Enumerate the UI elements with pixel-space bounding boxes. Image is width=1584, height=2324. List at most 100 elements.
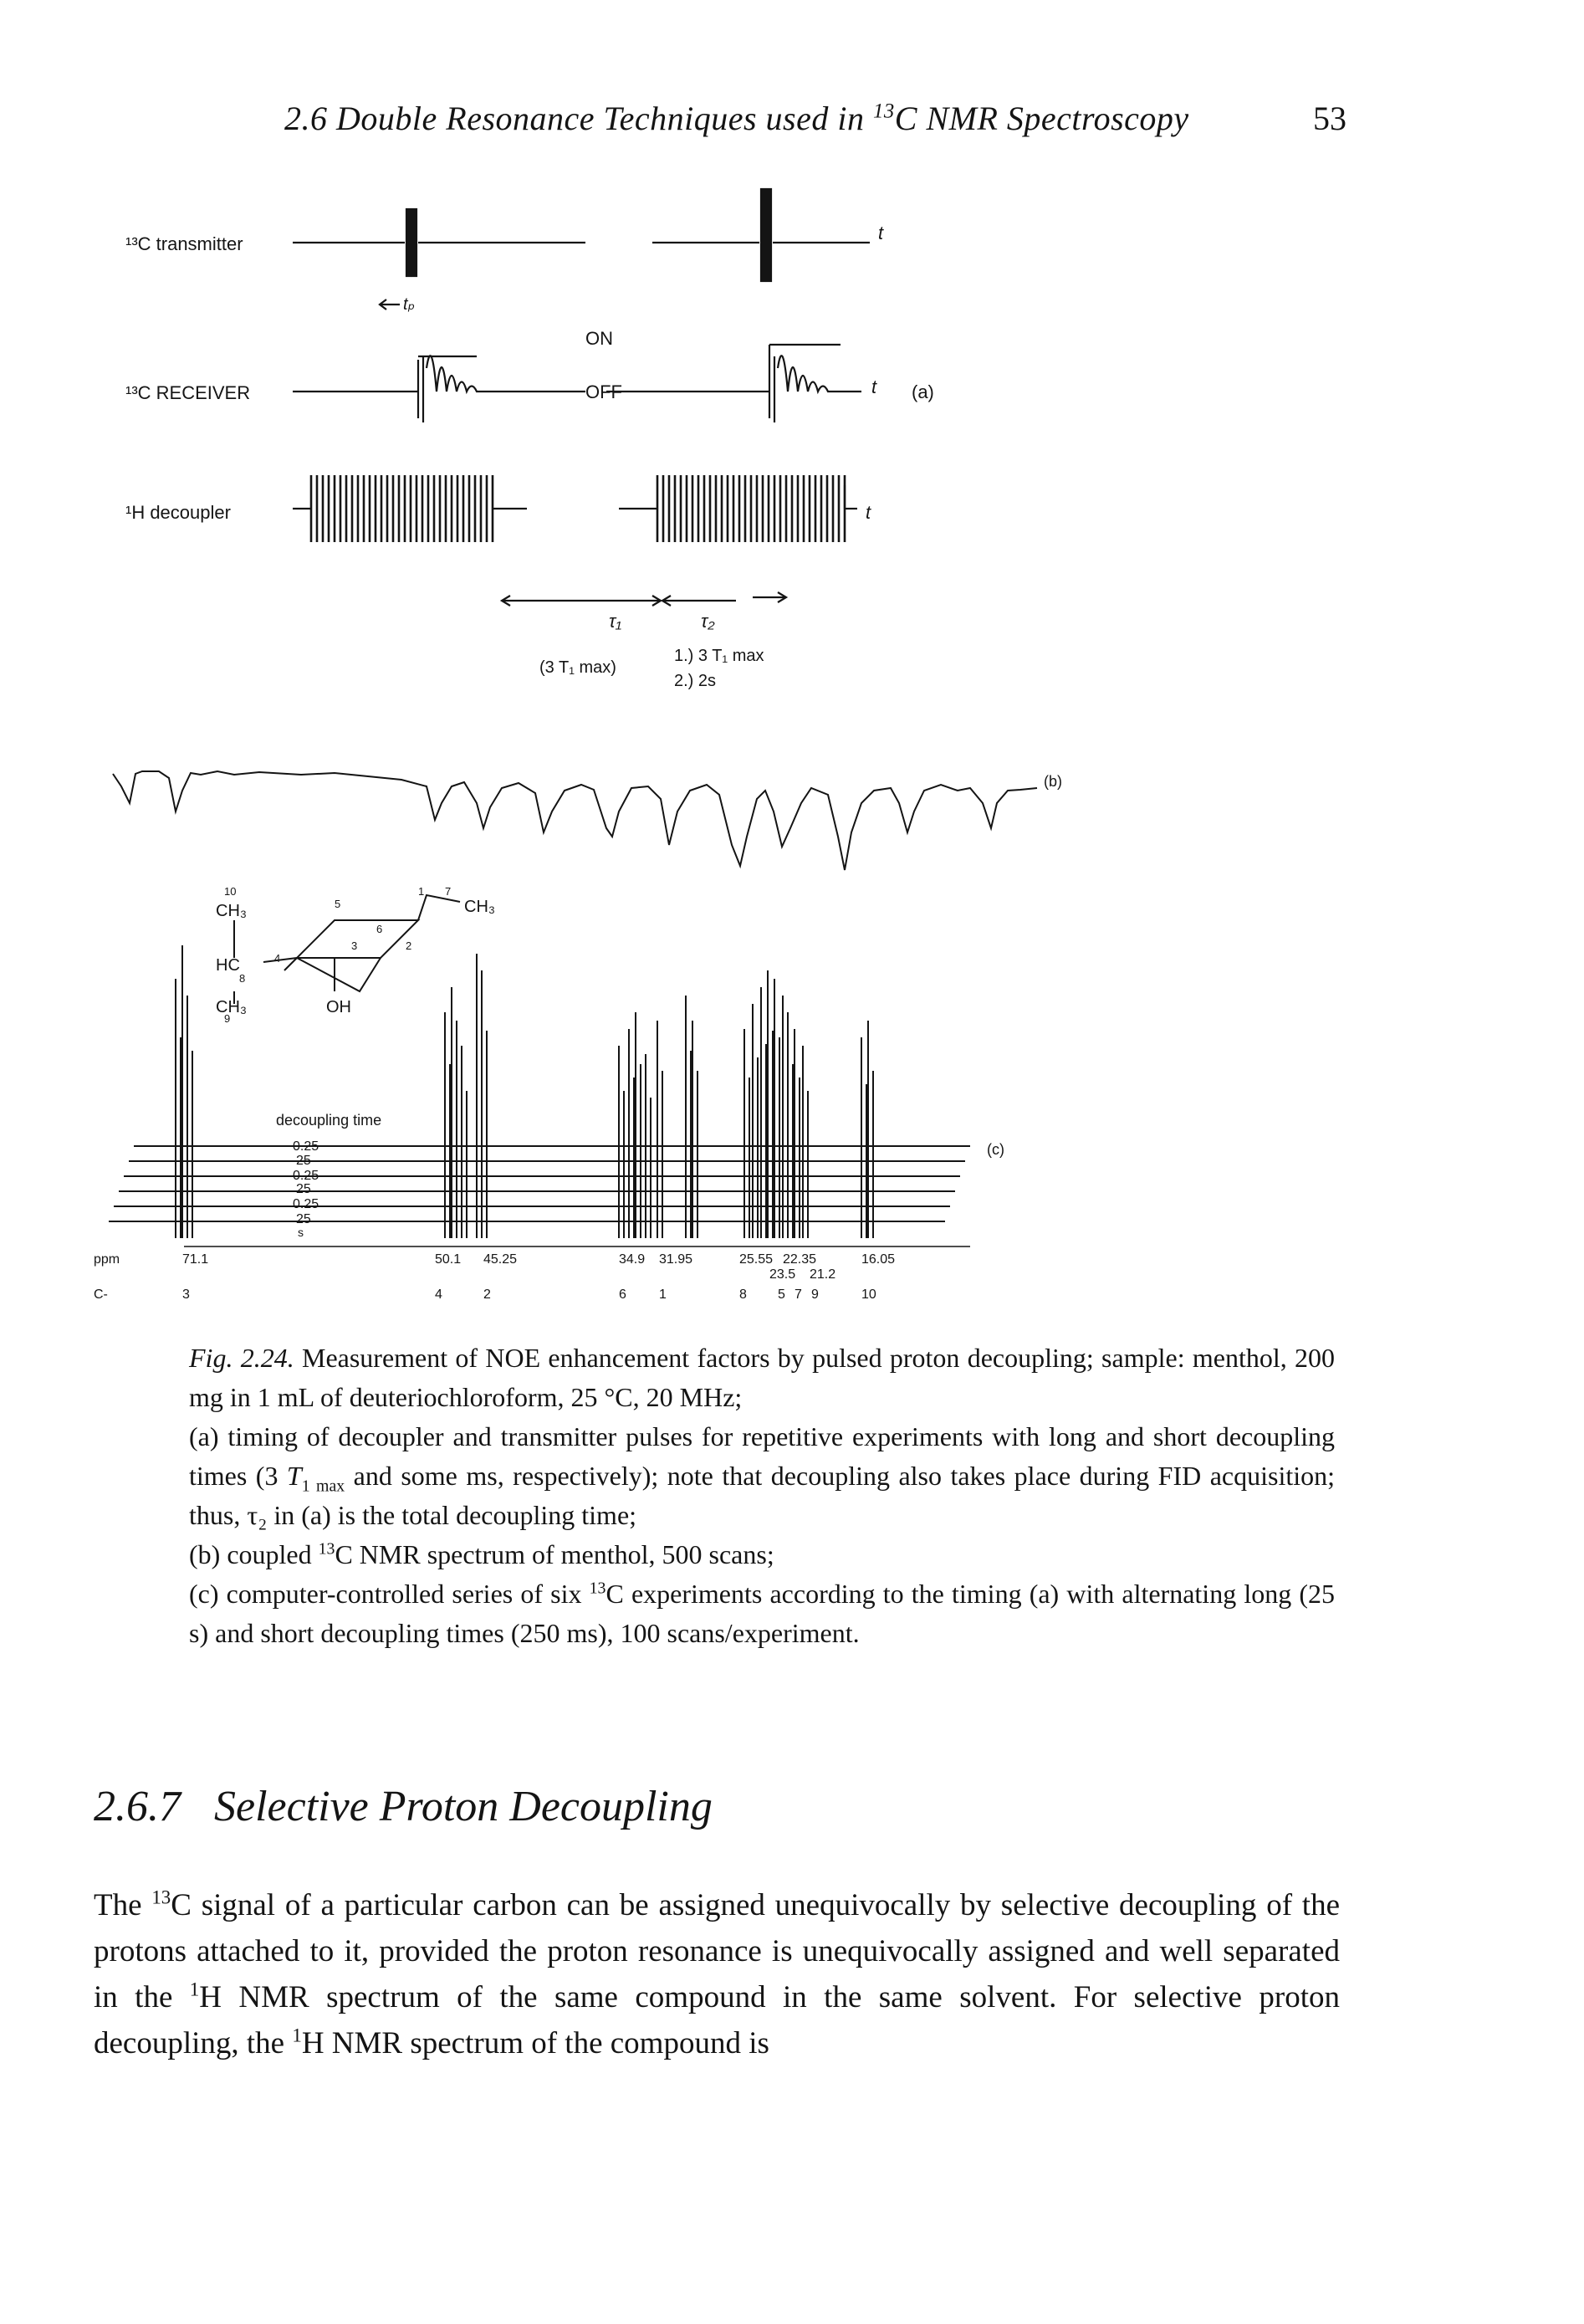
panel-a-label: (a) xyxy=(912,381,934,402)
carbon-number-label: 1 xyxy=(659,1287,667,1302)
decoupling-time-label: decoupling time xyxy=(276,1112,381,1129)
caption-line-4: (c) computer-controlled series of six 13… xyxy=(189,1574,1335,1653)
running-head-text-end: C NMR Spectroscopy xyxy=(894,100,1189,137)
caption-line-3: (b) coupled 13C NMR spectrum of menthol,… xyxy=(189,1535,1335,1574)
panel-c-label: (c) xyxy=(987,1141,1004,1158)
p1-sup-2: 1 xyxy=(189,1978,200,2000)
tau2-label: τ₂ xyxy=(701,611,715,632)
caption-line-1: Fig. 2.24. Measurement of NOE enhancemen… xyxy=(189,1339,1335,1417)
caption-line-2-t: T xyxy=(286,1461,302,1491)
atom-number-2: 2 xyxy=(406,939,411,952)
oh-label: OH xyxy=(326,998,351,1016)
caption-line-1-text: Measurement of NOE enhancement factors b… xyxy=(189,1343,1336,1412)
caption-line-4-text-end: C experiments according to the timing (a… xyxy=(189,1579,1336,1648)
decoupler-burst-2 xyxy=(656,475,846,542)
tau2-value-2: 2.) 2s xyxy=(674,672,716,690)
on-label: ON xyxy=(585,328,613,349)
atom-number-3: 3 xyxy=(351,939,357,952)
decoupling-time-4: 0.25 xyxy=(293,1197,319,1211)
menthol-structure xyxy=(233,893,461,1004)
atom-number-7: 7 xyxy=(445,885,451,898)
t-label-receiver: t xyxy=(871,376,877,397)
off-label: OFF xyxy=(585,381,622,402)
ppm-tick-label: 21.2 xyxy=(810,1267,835,1282)
carbon-number-label: 7 xyxy=(795,1287,802,1302)
ppm-tick-label: 16.05 xyxy=(861,1252,895,1267)
atom-number-6: 6 xyxy=(376,923,382,935)
body-paragraph: The 13C signal of a particular carbon ca… xyxy=(94,1882,1340,2066)
p1-text-d: H NMR spectrum of the compound is xyxy=(301,2026,769,2060)
carbon-number-label: 6 xyxy=(619,1287,626,1302)
p1-sup-1: 13 xyxy=(151,1886,171,1908)
atom-number-1: 1 xyxy=(418,885,424,898)
caption-line-3-text-end: C NMR spectrum of menthol, 500 scans; xyxy=(335,1539,774,1569)
decoupling-time-5: 25 xyxy=(296,1212,311,1226)
ppm-tick-label: 25.55 xyxy=(739,1252,773,1267)
carbon-number-label: 9 xyxy=(811,1287,819,1302)
decoupling-time-3: 25 xyxy=(296,1182,311,1196)
tau1-label: τ₁ xyxy=(609,611,621,632)
caption-line-2-text: (a) timing of decoupler and transmitter … xyxy=(189,1421,1335,1491)
figure-2-24: ¹³C transmitter ¹³C RECEIVER ¹H decouple… xyxy=(94,187,1062,1302)
atom-number-10: 10 xyxy=(224,885,236,898)
decoupler-trace xyxy=(293,485,857,510)
carbon-number-label: 4 xyxy=(435,1287,442,1302)
stacked-spectra xyxy=(109,945,970,1238)
caption-line-3-text: (b) coupled xyxy=(189,1539,319,1569)
ch3-top: CH₃ xyxy=(216,902,247,920)
p1-sup-3: 1 xyxy=(292,2025,302,2046)
ppm-tick-label: 22.35 xyxy=(783,1252,816,1267)
p1-text-c: H NMR spectrum of the same compound in t… xyxy=(94,1980,1340,2060)
atom-number-8: 8 xyxy=(239,972,245,985)
carbon-number-label: 2 xyxy=(483,1287,491,1302)
ch3-right: CH₃ xyxy=(464,898,495,916)
carbon-number-label: 5 xyxy=(778,1287,785,1302)
ppm-tick-label: 31.95 xyxy=(659,1252,692,1267)
p1-text-b: C signal of a particular carbon can be a… xyxy=(94,1888,1340,2014)
figure-caption: Fig. 2.24. Measurement of NOE enhancemen… xyxy=(189,1339,1335,1653)
ch3-bottom: CH₃ xyxy=(216,998,247,1016)
carbon-number-label: 3 xyxy=(182,1287,190,1302)
running-head: 2.6 Double Resonance Techniques used in … xyxy=(284,99,1189,138)
caption-line-2: (a) timing of decoupler and transmitter … xyxy=(189,1417,1335,1535)
atom-number-4: 4 xyxy=(274,952,280,965)
tp-arrow xyxy=(378,299,400,310)
carbon-number-label: 8 xyxy=(739,1287,747,1302)
transmitter-label: ¹³C transmitter xyxy=(125,233,243,254)
transmitter-trace xyxy=(293,187,870,283)
ppm-tick-label: 23.5 xyxy=(769,1267,795,1282)
receiver-label: ¹³C RECEIVER xyxy=(125,382,250,403)
decoupler-label: ¹H decoupler xyxy=(125,502,231,523)
caption-line-3-sup: 13 xyxy=(318,1539,335,1559)
ppm-tick-label: 50.1 xyxy=(435,1252,461,1267)
atom-number-9: 9 xyxy=(224,1012,230,1025)
hc-label: HC xyxy=(216,956,240,975)
section-number: 2.6.7 xyxy=(94,1783,181,1830)
ppm-tick-label: 34.9 xyxy=(619,1252,645,1267)
receiver-trace xyxy=(293,343,861,422)
tp-label: tₚ xyxy=(403,295,415,314)
decoupling-time-1: 25 xyxy=(296,1154,311,1168)
caption-line-2-text-end: and some ms, respectively); note that de… xyxy=(189,1461,1336,1530)
atom-number-5: 5 xyxy=(335,898,340,910)
ppm-tick-label: 71.1 xyxy=(182,1252,208,1267)
carbon-number-label: 10 xyxy=(861,1287,876,1302)
section-heading: 2.6.7 Selective Proton Decoupling xyxy=(94,1782,713,1831)
figure-label: Fig. 2.24. xyxy=(189,1343,294,1373)
running-head-superscript: 13 xyxy=(872,100,895,123)
page-header: 2.6 Double Resonance Techniques used in … xyxy=(284,99,1346,149)
decoupling-time-0: 0.25 xyxy=(293,1139,319,1154)
p1-text-a: The xyxy=(94,1888,152,1922)
ppm-tick-label: 45.25 xyxy=(483,1252,517,1267)
coupled-spectrum-trace xyxy=(112,770,1038,871)
ppm-label: ppm xyxy=(94,1252,120,1267)
decoupling-time-2: 0.25 xyxy=(293,1169,319,1183)
caption-line-4-text: (c) computer-controlled series of six xyxy=(189,1579,590,1609)
carbon-label: C- xyxy=(94,1287,108,1302)
paragraph-1: The 13C signal of a particular carbon ca… xyxy=(94,1882,1340,2066)
section-title: Selective Proton Decoupling xyxy=(214,1783,713,1830)
tau-arrows xyxy=(499,591,789,607)
page-number: 53 xyxy=(1313,100,1346,137)
caption-line-4-sup: 13 xyxy=(589,1579,606,1598)
decoupling-time-unit: s xyxy=(298,1226,304,1239)
